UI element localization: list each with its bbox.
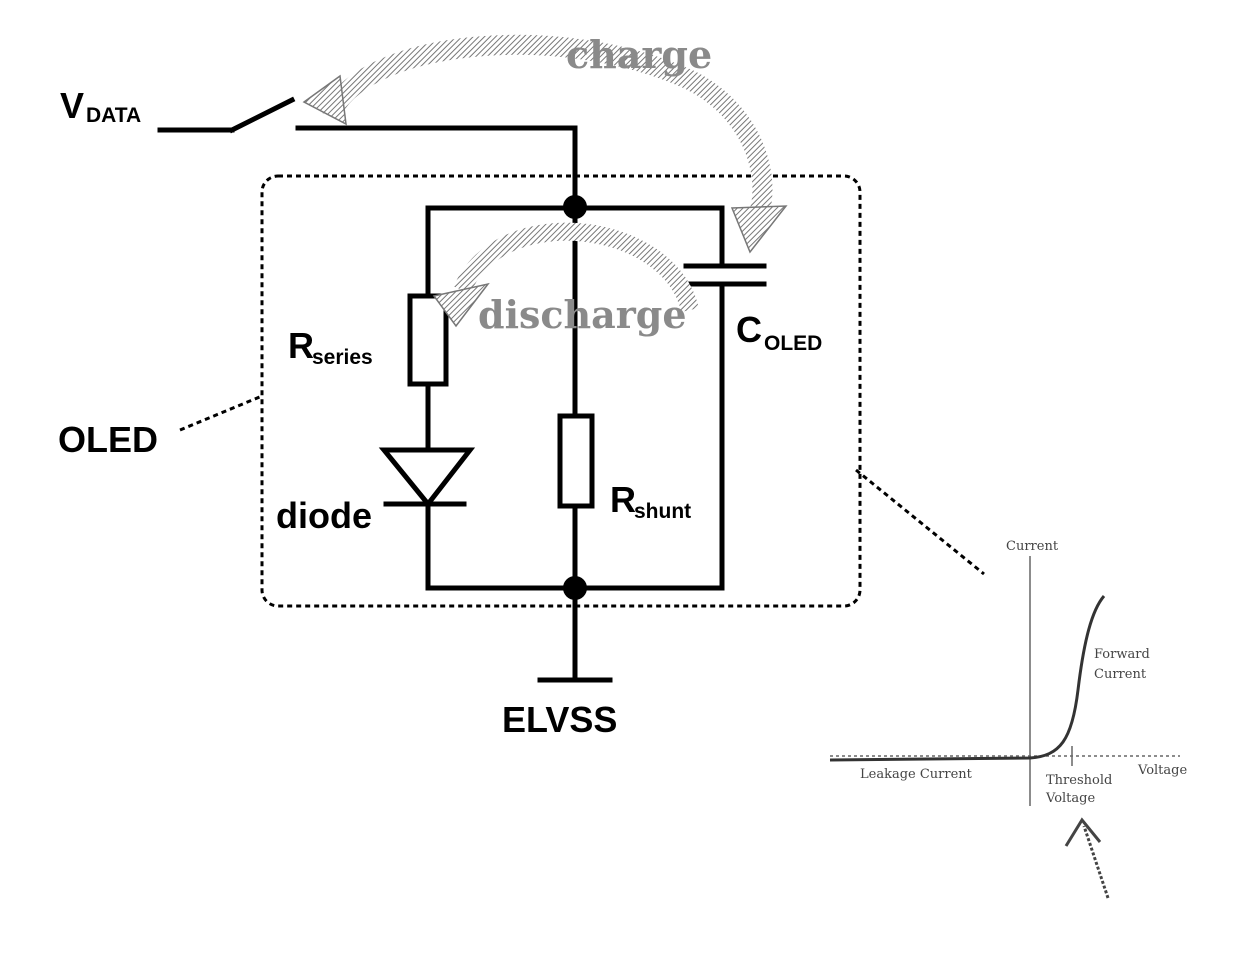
- c-oled-label: C: [736, 309, 762, 350]
- c-oled-subscript: OLED: [764, 332, 822, 355]
- bottom-junction-dot: [563, 576, 587, 600]
- diode-symbol: [384, 450, 470, 504]
- iv-voltage-axis-label: Voltage: [1137, 763, 1187, 778]
- c-oled-capacitor: [686, 266, 764, 284]
- vdata-subscript: DATA: [86, 104, 141, 127]
- charge-label: charge: [566, 32, 712, 77]
- oled-pointer-line: [180, 396, 262, 430]
- iv-threshold-label-1: Threshold: [1046, 773, 1112, 788]
- r-shunt-subscript: shunt: [634, 500, 691, 523]
- oled-label: OLED: [58, 419, 158, 460]
- r-series-resistor: [410, 296, 446, 384]
- iv-current-axis-label: Current: [1006, 539, 1059, 554]
- r-shunt-label: R: [610, 479, 636, 520]
- iv-threshold-label-2: Voltage: [1045, 791, 1095, 806]
- iv-leakage-label: Leakage Current: [860, 767, 973, 782]
- top-junction-dot: [563, 195, 587, 219]
- r-series-label: R: [288, 325, 314, 366]
- charge-arrow: [304, 45, 786, 252]
- elvss-label: ELVSS: [502, 699, 617, 740]
- iv-forward-label-1: Forward: [1094, 647, 1150, 662]
- r-series-subscript: series: [312, 346, 373, 369]
- iv-curve-inset: Current Voltage Forward Current Leakage …: [830, 539, 1187, 898]
- threshold-arrow-head: [1066, 820, 1100, 846]
- diode-label: diode: [276, 495, 372, 536]
- r-shunt-resistor: [560, 416, 592, 506]
- vdata-switch: [160, 100, 575, 206]
- iv-characteristic-curve: [830, 596, 1104, 760]
- vdata-label: V: [60, 85, 84, 126]
- iv-pointer-line: [856, 470, 984, 574]
- iv-forward-label-2: Current: [1094, 667, 1147, 682]
- discharge-label: discharge: [478, 292, 687, 337]
